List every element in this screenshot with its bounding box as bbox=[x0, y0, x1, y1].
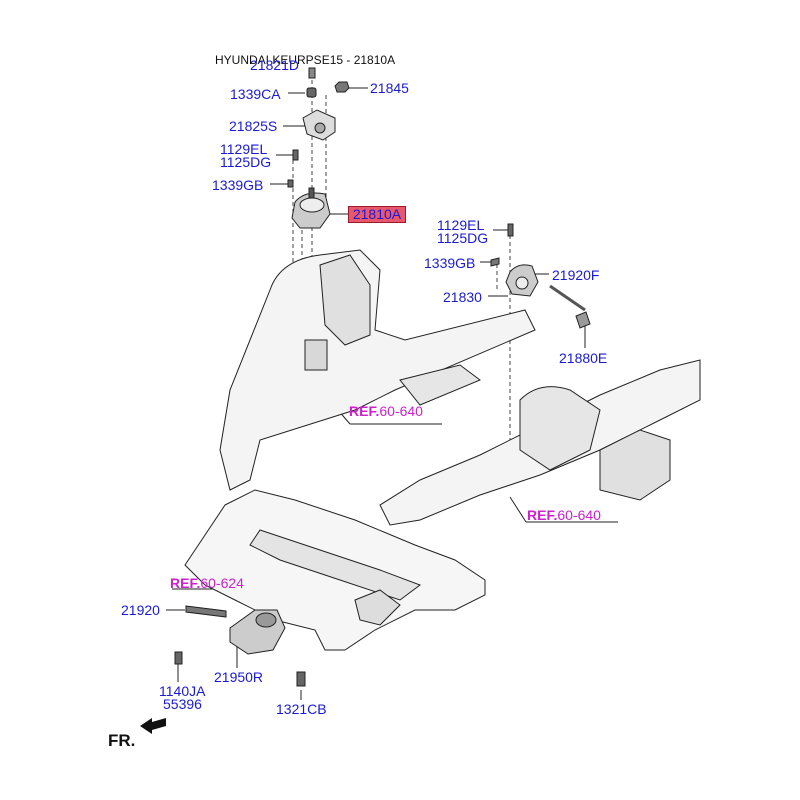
label-21810A: 21810A bbox=[352, 206, 402, 222]
reference-60-640-right[interactable]: REF.60-640 bbox=[527, 507, 601, 523]
label-1125DG-b[interactable]: 1125DG bbox=[437, 230, 489, 246]
label-21880E[interactable]: 21880E bbox=[559, 350, 608, 366]
label-1129EL[interactable]: 1129EL bbox=[220, 141, 268, 157]
label-21821D[interactable]: 21821D bbox=[250, 57, 300, 73]
label-1140JA[interactable]: 1140JA bbox=[159, 683, 206, 699]
front-arrow-icon bbox=[140, 718, 166, 734]
front-direction-label: FR. bbox=[108, 731, 136, 750]
leader-ref2 bbox=[509, 496, 527, 523]
label-21825S[interactable]: 21825S bbox=[229, 118, 278, 134]
label-1321CB[interactable]: 1321CB bbox=[276, 701, 327, 717]
label-55396[interactable]: 55396 bbox=[163, 696, 202, 712]
reference-60-640-left[interactable]: REF.60-640 bbox=[349, 403, 423, 419]
label-21920F[interactable]: 21920F bbox=[552, 267, 600, 283]
label-1339GB-b[interactable]: 1339GB bbox=[424, 255, 476, 271]
label-21845[interactable]: 21845 bbox=[370, 80, 409, 96]
label-1129EL-b[interactable]: 1129EL bbox=[437, 217, 485, 233]
label-21830[interactable]: 21830 bbox=[443, 289, 482, 305]
label-1339CA[interactable]: 1339CA bbox=[230, 86, 281, 102]
label-1339GB[interactable]: 1339GB bbox=[212, 177, 264, 193]
label-21950R[interactable]: 21950R bbox=[214, 669, 264, 685]
reference-60-624[interactable]: REF.60-624 bbox=[170, 575, 244, 591]
label-21920[interactable]: 21920 bbox=[121, 602, 160, 618]
label-1125DG[interactable]: 1125DG bbox=[220, 154, 272, 170]
diagram-title: HYUNDAI KEURPSE15 - 21810A bbox=[215, 53, 396, 67]
highlighted-part-21810A[interactable]: 21810A bbox=[348, 206, 406, 223]
